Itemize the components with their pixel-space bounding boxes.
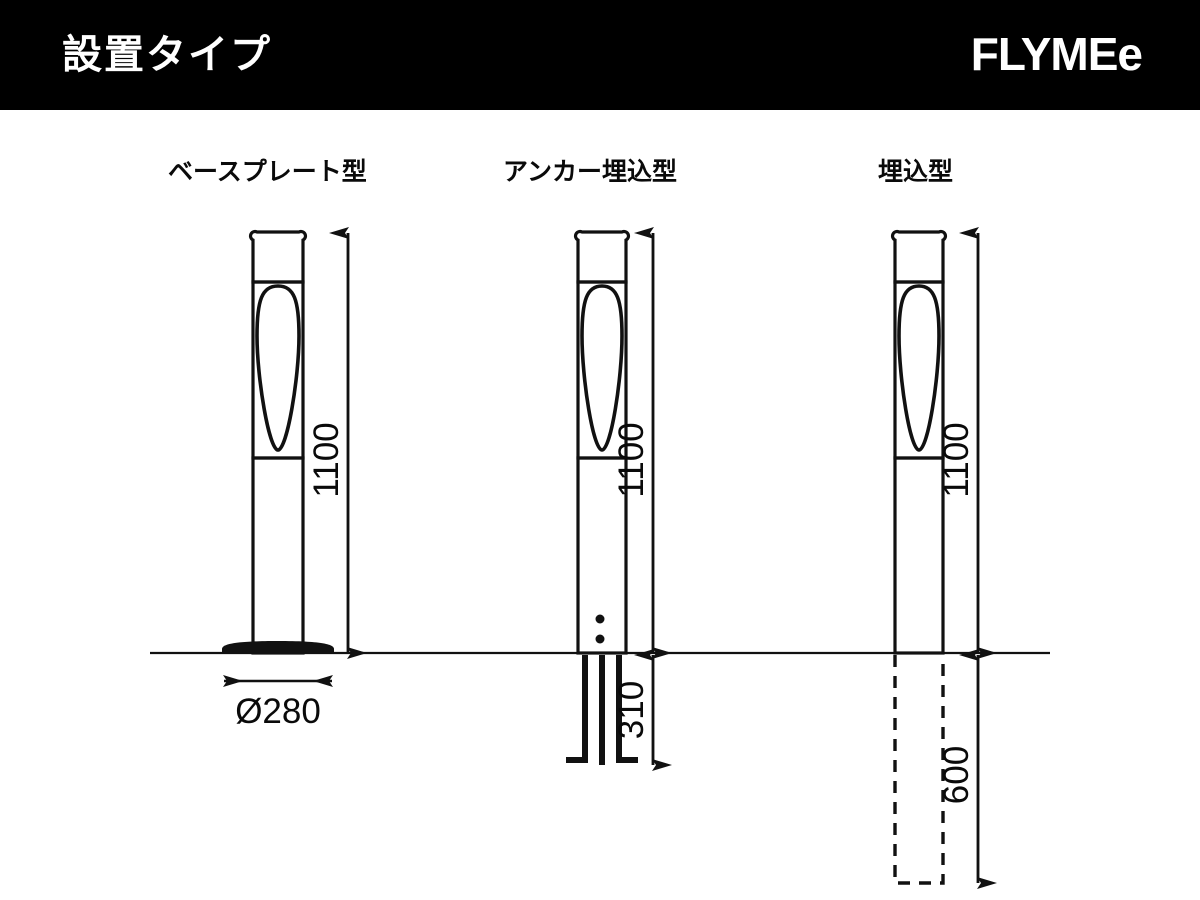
bolt-hole-upper xyxy=(595,614,605,624)
dim-label-height-1: 1100 xyxy=(307,422,346,497)
anchor-bolt-left xyxy=(566,655,588,763)
page-header: 設置タイプ FLYMEe xyxy=(0,0,1200,110)
bollard-top-cap xyxy=(248,229,308,284)
bollard-lower-shaft-3 xyxy=(893,456,945,655)
dim-label-width-1: Ø280 xyxy=(235,692,321,731)
figure-embedded: 埋込型 1100 600 xyxy=(878,158,997,889)
bollard-top-cap-3 xyxy=(890,229,948,284)
figure-label-anchor-embedded: アンカー埋込型 xyxy=(503,158,677,186)
dim-label-depth-600: 600 xyxy=(937,746,976,804)
dim-label-height-2: 1100 xyxy=(612,422,651,497)
dim-label-depth-310: 310 xyxy=(612,681,651,739)
technical-drawing-stage: ベースプレート型 1100 Ø280 アンカー埋込型 xyxy=(0,110,1200,900)
anchor-bolt-right xyxy=(616,655,638,763)
figure-anchor-embedded: アンカー埋込型 1100 310 xyxy=(503,158,677,771)
bollard-top-cap-2 xyxy=(573,229,631,284)
bollard-lens-teardrop-2 xyxy=(580,284,624,452)
base-plate xyxy=(222,641,334,653)
bollard-lens-teardrop-3 xyxy=(897,284,941,452)
bollard-lower-shaft-2 xyxy=(576,456,628,655)
figure-label-base-plate: ベースプレート型 xyxy=(168,158,367,186)
dim-label-height-3: 1100 xyxy=(937,422,976,497)
page-title: 設置タイプ xyxy=(62,33,272,77)
brand-logo: FLYMEe xyxy=(970,28,1143,80)
figure-base-plate: ベースプレート型 1100 Ø280 xyxy=(168,158,367,731)
figure-label-embedded: 埋込型 xyxy=(878,158,953,186)
buried-shaft-dashed xyxy=(893,655,945,885)
installation-type-diagram: ベースプレート型 1100 Ø280 アンカー埋込型 xyxy=(150,158,1050,889)
bollard-lens-teardrop xyxy=(255,284,301,452)
bollard-lower-shaft xyxy=(251,456,305,655)
bolt-hole-lower xyxy=(595,634,605,644)
